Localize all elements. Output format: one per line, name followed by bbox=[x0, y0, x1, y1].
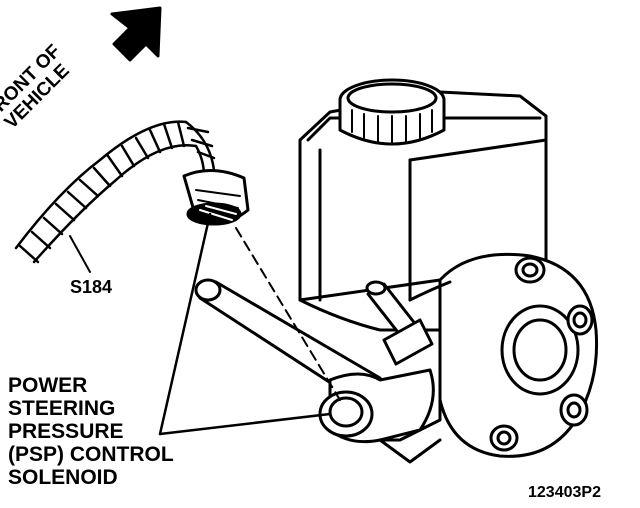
psp-solenoid-label: POWER STEERING PRESSURE (PSP) CONTROL SO… bbox=[8, 374, 174, 489]
pump-flange bbox=[438, 252, 599, 458]
s184-leader bbox=[69, 235, 91, 273]
psp-leader-upper bbox=[158, 212, 212, 436]
pressure-hose bbox=[194, 278, 382, 404]
filler-cap-icon bbox=[338, 78, 446, 146]
connector-s184-icon bbox=[182, 169, 250, 226]
figure-id: 123403P2 bbox=[528, 484, 601, 501]
outlet-fitting bbox=[365, 280, 434, 366]
front-of-vehicle-arrow-icon bbox=[110, 6, 162, 62]
psp-control-solenoid bbox=[318, 368, 442, 464]
s184-label: S184 bbox=[70, 277, 113, 297]
wiring-harness bbox=[14, 120, 216, 264]
psp-leader-lower bbox=[158, 412, 332, 436]
connector-leader-dashed bbox=[235, 227, 341, 401]
